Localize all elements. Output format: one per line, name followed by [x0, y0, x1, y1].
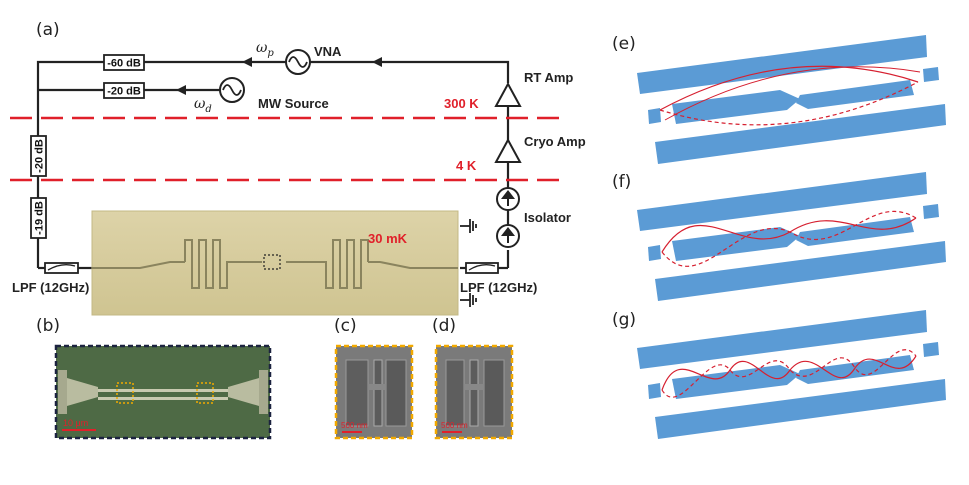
panel-label-c: (c)	[334, 316, 357, 336]
attenuator-top: -60 dB	[103, 54, 145, 71]
cryo-amp-label: Cryo Amp	[524, 134, 586, 149]
mode-panel-f	[637, 172, 946, 301]
attenuator-top-label: -60 dB	[107, 58, 141, 70]
attenuator-vertical-2-label: -19 dB	[34, 201, 46, 235]
lpf-left-icon	[44, 262, 79, 274]
mw-source-freq-label: ωd	[194, 96, 212, 115]
panel-label-d: (d)	[432, 316, 457, 336]
panel-label-a: (a)	[36, 20, 60, 40]
panel-label-f: (f)	[612, 172, 632, 192]
arrow-source	[176, 85, 186, 95]
mode-panel-e	[637, 35, 946, 164]
lpf-right-label: LPF (12GHz)	[460, 280, 537, 295]
temp-300k-label: 300 K	[444, 96, 479, 111]
scale-bar-b: 10 μm	[63, 418, 88, 428]
ground-icon-top	[460, 219, 477, 233]
cryo-amp-icon	[494, 137, 522, 163]
arrow-vna-in	[242, 57, 252, 67]
isolator-label: Isolator	[524, 210, 571, 225]
vna-freq-label: ωp	[256, 40, 274, 59]
scale-bar-d: 500 nm	[441, 421, 468, 430]
attenuator-vertical-2: -19 dB	[30, 197, 47, 239]
attenuator-source: -20 dB	[103, 82, 145, 99]
chip-photo: 30 mK	[91, 210, 459, 316]
vna-label: VNA	[314, 44, 342, 59]
ground-icon-bottom	[460, 293, 477, 307]
optical-micrograph: 10 μm	[54, 344, 272, 440]
sem-image-d: 500 nm	[434, 344, 514, 440]
panel-label-g: (g)	[612, 310, 637, 330]
panel-label-e: (e)	[612, 34, 636, 54]
lpf-left-label: LPF (12GHz)	[12, 280, 89, 295]
arrow-vna-out	[372, 57, 382, 67]
scale-bar-c: 500 nm	[341, 421, 368, 430]
attenuator-vertical-1-label: -20 dB	[34, 139, 46, 173]
mw-source-label: MW Source	[258, 96, 329, 111]
attenuator-source-label: -20 dB	[107, 86, 141, 98]
mode-panel-g	[637, 310, 946, 439]
attenuator-vertical-1: -20 dB	[30, 135, 47, 177]
mw-source-icon	[219, 77, 245, 103]
rt-amp-icon	[494, 81, 522, 107]
sem-image-c: 500 nm	[334, 344, 414, 440]
vna-source-icon	[285, 49, 311, 75]
panel-label-b: (b)	[36, 316, 61, 336]
temp-4k-label: 4 K	[456, 158, 477, 173]
rt-amp-label: RT Amp	[524, 70, 573, 85]
isolator-icon	[496, 187, 520, 248]
lpf-right-icon	[465, 262, 499, 274]
temp-30mk-label: 30 mK	[368, 231, 408, 246]
